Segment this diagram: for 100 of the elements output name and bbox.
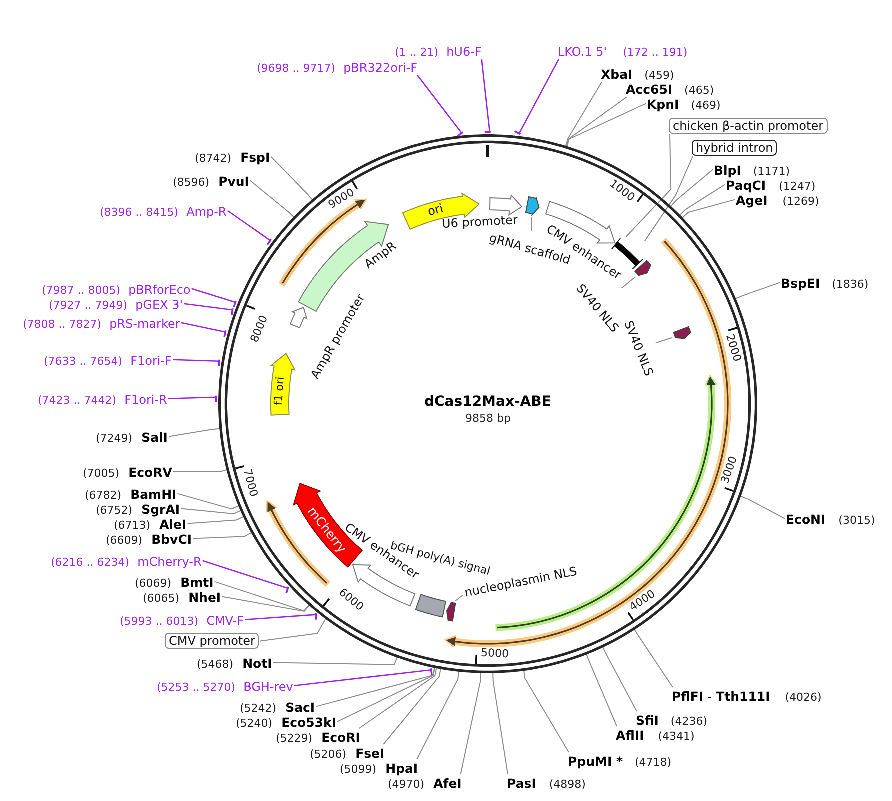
cut-site-position: (8596)	[173, 176, 210, 190]
cut-site-position: (5229)	[276, 732, 313, 746]
leader-line	[316, 666, 436, 708]
primer-name: pRS-marker	[110, 318, 180, 332]
cut-site-position: (6782)	[85, 490, 122, 502]
leader-line	[294, 668, 433, 687]
feature-callout: CMV promoter	[165, 633, 260, 650]
leader-line	[531, 216, 532, 232]
leader-line	[622, 276, 636, 289]
enzyme-name: FseI	[356, 746, 385, 761]
cut-site-position: (4970)	[388, 778, 425, 792]
enzyme-name: AflII	[616, 728, 644, 743]
leader-line	[172, 359, 220, 368]
cut-site-position: (1171)	[753, 166, 790, 178]
leader-line	[738, 495, 786, 520]
leader-line	[564, 82, 602, 148]
enzyme-name: NotI	[242, 656, 272, 671]
primer-name: pBR322ori-F	[344, 62, 418, 76]
feature-label: SV40 NLS	[621, 320, 656, 379]
primer-binding-range: (7423 .. 7442)	[38, 394, 117, 408]
enzyme-name: PvuI	[218, 174, 250, 189]
enzyme-name: SalI	[142, 430, 168, 445]
leader-line	[172, 469, 230, 472]
leader-line	[481, 59, 492, 134]
primer-binding-range: (5253 .. 5270)	[157, 682, 236, 694]
primer-binding-range: (6216 .. 6234)	[51, 556, 130, 570]
cut-site-position: (4898)	[549, 778, 586, 792]
leader-line	[680, 199, 736, 220]
cut-site-position: (4341)	[658, 730, 695, 744]
leader-line	[260, 619, 326, 642]
scale-number: 3000	[719, 455, 741, 486]
leader-line	[168, 395, 218, 404]
leader-line	[180, 508, 243, 515]
primer-binding-range: (7927 .. 7949)	[49, 300, 128, 312]
primer-name: pBRforEco	[128, 284, 191, 298]
primer-binding-range: (7987 .. 8005)	[42, 284, 121, 298]
leader-line	[633, 628, 674, 688]
enzyme-name: BbvCI	[152, 532, 192, 547]
leader-line	[669, 169, 714, 208]
leader-line	[270, 156, 314, 202]
leader-line	[586, 652, 618, 727]
leader-line	[222, 596, 312, 612]
primer-name: BGH-rev	[244, 680, 294, 694]
enzyme-name: HpaI	[386, 762, 418, 776]
plasmid-length: 9858 bp	[466, 412, 511, 426]
primer-binding-range: (172 .. 191)	[623, 46, 688, 60]
enzyme-name: SgrAI	[142, 502, 180, 517]
leader-line	[244, 612, 318, 621]
leader-line	[181, 322, 227, 338]
enzyme-name: PasI	[507, 776, 536, 791]
primer-binding-range: (7633 .. 7654)	[44, 356, 123, 368]
enzyme-name: BspEI	[781, 276, 820, 291]
primer-binding-range: (9698 .. 9717)	[257, 62, 336, 76]
enzyme-name: AgeI	[736, 194, 768, 208]
leader-line	[192, 288, 237, 308]
enzyme-name: BmtI	[180, 576, 214, 590]
enzyme-name: XbaI	[601, 68, 633, 82]
cut-site-position: (5242)	[240, 702, 277, 716]
enzyme-name: EcoNI	[786, 512, 826, 527]
cut-site-position: (4236)	[670, 716, 708, 728]
leader-line	[177, 493, 241, 510]
leader-line	[416, 74, 464, 138]
cut-site-position: (6752)	[96, 504, 133, 518]
cut-site-position: (4718)	[635, 756, 672, 770]
leader-line	[678, 184, 726, 217]
primer-binding-range: (8396 .. 8415)	[100, 206, 179, 220]
primer-name: mCherry-R	[138, 556, 202, 570]
leader-line	[566, 96, 628, 149]
enzyme-name: Acc65I	[626, 82, 673, 97]
enzyme-name: KpnI	[647, 98, 680, 112]
leader-line	[734, 282, 780, 300]
primer-binding-range: (1 .. 21)	[395, 46, 439, 60]
cut-site-position: (5468)	[197, 658, 234, 672]
primer-name: hU6-F	[446, 46, 482, 60]
enzyme-name: BlpI	[714, 164, 742, 178]
cut-site-position: (6065)	[143, 592, 180, 606]
leader-line	[358, 666, 438, 729]
enzyme-name: FspI	[240, 150, 270, 165]
feature-label: f1 ori	[272, 376, 288, 406]
leader-line	[272, 655, 398, 666]
leader-line	[644, 156, 694, 242]
cut-site-position: (7249)	[96, 432, 133, 446]
scale-number: 8000	[248, 314, 271, 346]
cut-site-position: (6069)	[135, 578, 172, 590]
scale-number: 7000	[240, 468, 260, 499]
cut-site-position: (1836)	[832, 278, 869, 292]
leader-line	[416, 669, 460, 760]
scale-number: 2000	[722, 333, 743, 364]
cut-site-position: (7005)	[83, 468, 120, 480]
enzyme-name: SacI	[286, 700, 316, 715]
feature-callout: hybrid intron	[692, 140, 778, 156]
enzyme-name: PaqCI	[726, 178, 766, 193]
leader-line	[455, 594, 464, 602]
feature-callout: chicken β-actin promoter	[669, 118, 828, 134]
primer-binding-range: (5993 .. 6013)	[120, 616, 199, 628]
primer-name: LKO.1 5'	[558, 46, 608, 60]
cut-site-position: (459)	[644, 70, 674, 82]
enzyme-name: Eco53kI	[282, 716, 336, 730]
cut-site-position: (6713)	[114, 520, 151, 532]
enzyme-name: NheI	[188, 590, 222, 605]
